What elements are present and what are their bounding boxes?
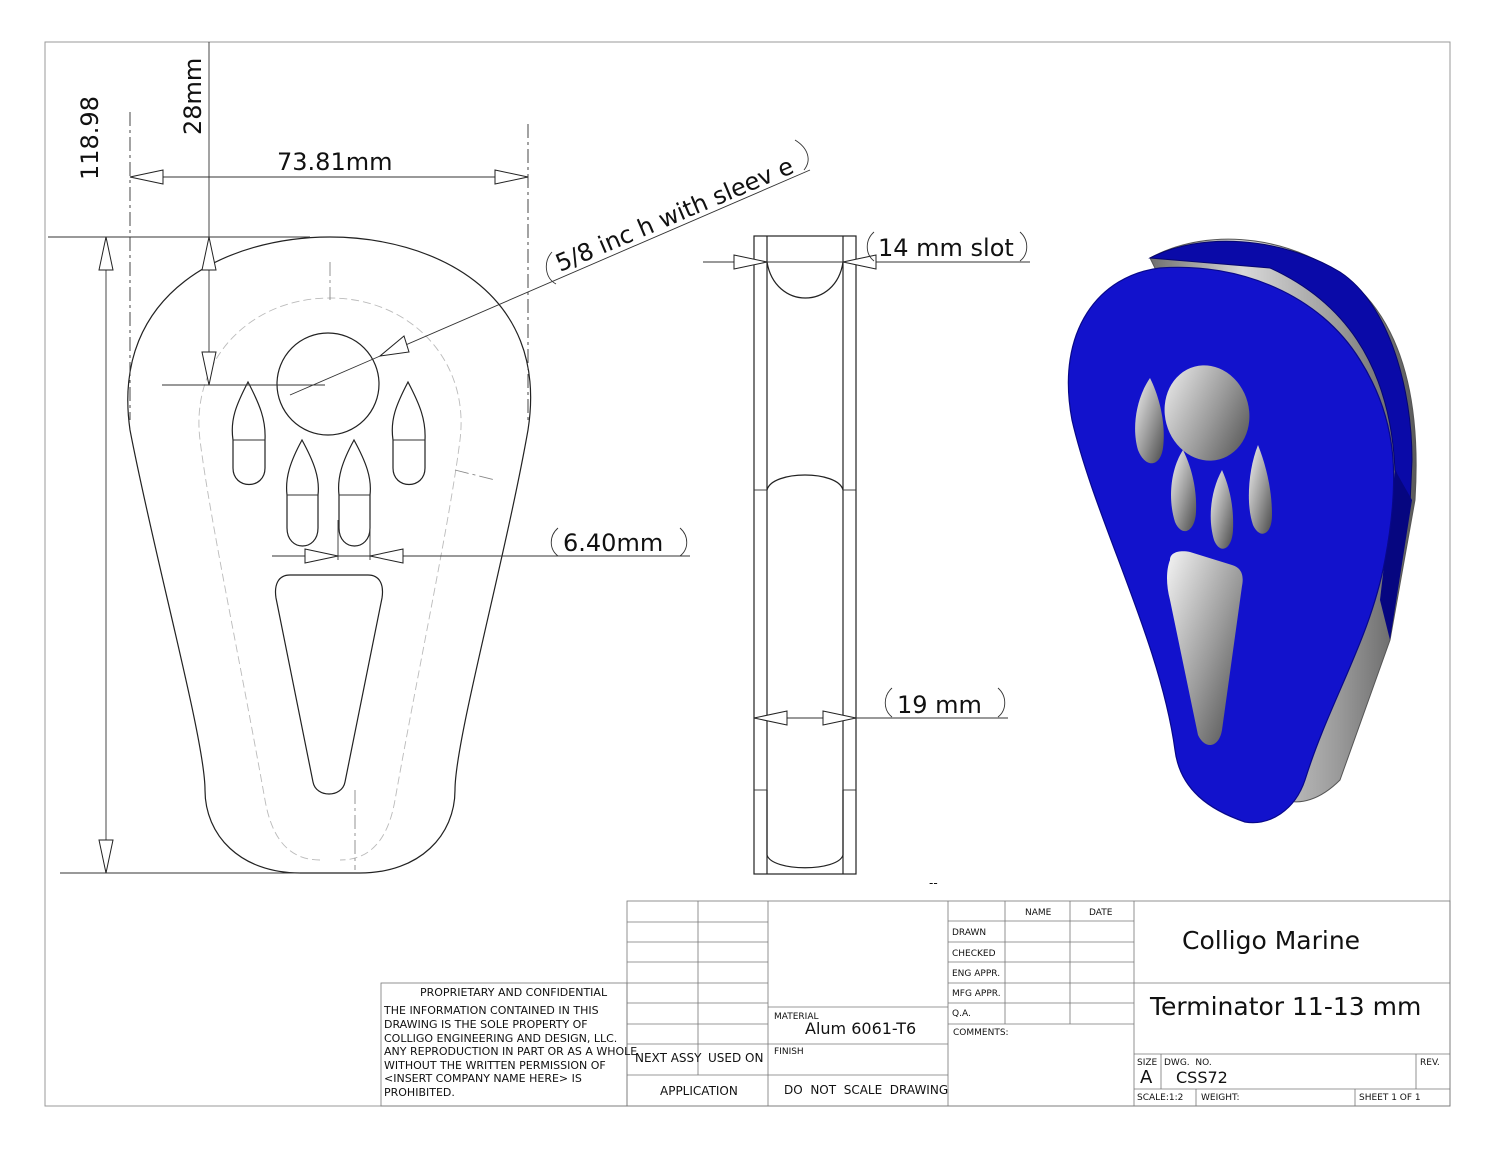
tb-size-value: A <box>1140 1067 1153 1088</box>
view-marker: -- <box>929 876 938 890</box>
dim-thick-bracket-l <box>884 687 893 718</box>
tb-finish-label: FINISH <box>774 1047 804 1057</box>
iso-view <box>1067 238 1417 824</box>
iso-back-plate-edge <box>1380 470 1412 640</box>
bore-note-bracket-l <box>545 251 557 285</box>
proprietary-line-2: DRAWING IS THE SOLE PROPERTY OF <box>384 1018 588 1031</box>
proprietary-box <box>380 982 628 1107</box>
tb-row-checked: CHECKED <box>952 949 996 959</box>
tb-title: Terminator 11-13 mm <box>1149 992 1421 1021</box>
front-hidden-groove <box>198 297 462 861</box>
proprietary-line-5: WITHOUT THE WRITTEN PERMISSION OF <box>384 1059 606 1072</box>
dim-height-label: 118.98 <box>76 96 104 180</box>
proprietary-line-3: COLLIGO ENGINEERING AND DESIGN, LLC. <box>384 1032 617 1045</box>
bore-leader-arrow <box>378 335 410 357</box>
tb-material-value: Alum 6061-T6 <box>805 1019 916 1038</box>
dim-thick-label: 19 mm <box>897 691 982 719</box>
bore-leader <box>289 169 811 396</box>
proprietary-line-1: THE INFORMATION CONTAINED IN THIS <box>383 1004 599 1017</box>
iso-lobe-left <box>1135 378 1164 464</box>
dim-28-label: 28mm <box>179 58 207 135</box>
lobe-mid-right <box>337 438 371 547</box>
tb-dwg-label: DWG. NO. <box>1164 1058 1212 1068</box>
dim-slot-arrow-l <box>733 254 768 270</box>
front-centerline-d <box>454 469 496 481</box>
dim-web-arrow-r <box>369 548 404 564</box>
proprietary-line-7: PROHIBITED. <box>384 1086 455 1099</box>
tb-sheet: SHEET 1 OF 1 <box>1359 1093 1421 1103</box>
tb-row-mfg: MFG APPR. <box>952 989 1001 999</box>
tb-scale: SCALE:1:2 <box>1137 1093 1183 1103</box>
tb-row-qa: Q.A. <box>952 1009 971 1019</box>
dim-thick-arrow-r <box>822 710 857 726</box>
dim-28-arrow-top <box>201 236 217 271</box>
dim-width-arrow-left <box>129 169 164 185</box>
side-groove-bot <box>766 790 844 869</box>
tb-material-label: MATERIAL <box>774 1012 819 1022</box>
tb-col-name: NAME <box>1025 908 1052 918</box>
lobe-right <box>391 380 426 485</box>
dim-thick-bracket-r <box>997 687 1006 718</box>
side-groove-top <box>766 261 844 299</box>
tb-comments: COMMENTS: <box>953 1028 1009 1038</box>
iso-lobe-mid-left <box>1171 450 1197 532</box>
side-view: 14 mm slot 19 mm -- <box>703 231 1030 890</box>
dim-web-bracket-l <box>550 527 559 557</box>
tb-row-drawn: DRAWN <box>952 928 986 938</box>
tb-weight: WEIGHT: <box>1201 1093 1240 1103</box>
tb-next-assy: NEXT ASSY <box>635 1051 702 1065</box>
dim-slot-arrow-r <box>842 254 877 270</box>
proprietary-line-6: <INSERT COMPANY NAME HERE> IS <box>384 1072 582 1085</box>
bore-note-bracket-r <box>794 139 809 171</box>
tb-used-on: USED ON <box>708 1051 763 1065</box>
title-block: NAME DATE DRAWN CHECKED ENG APPR. MFG AP… <box>380 900 1451 1107</box>
iso-triangle <box>1167 551 1243 746</box>
triangle-cutout <box>274 574 384 795</box>
dim-web-bracket-r <box>679 527 688 557</box>
dim-height-arrow-bot <box>98 839 114 874</box>
dim-height-arrow-top <box>98 236 114 271</box>
front-outline <box>127 236 532 874</box>
tb-application: APPLICATION <box>660 1084 738 1098</box>
front-view: 118.98 28mm 73.81mm 5/8 inc h with sleev… <box>48 42 811 874</box>
iso-lobe-mid-right <box>1210 470 1234 549</box>
side-groove-mid <box>766 474 844 491</box>
dim-slot-label: 14 mm slot <box>878 234 1014 262</box>
tb-size-label: SIZE <box>1137 1058 1158 1068</box>
tb-rev-label: REV. <box>1420 1058 1440 1068</box>
dim-web-arrow-l <box>304 548 339 564</box>
dim-width-label: 73.81mm <box>277 148 392 176</box>
bore-note-label: 5/8 inc h with sleev e <box>551 152 797 278</box>
bore-hole <box>276 332 380 436</box>
iso-bore <box>1164 365 1250 461</box>
lobe-mid-left <box>285 438 319 547</box>
side-outline <box>753 235 857 875</box>
dim-width-arrow-right <box>494 169 529 185</box>
dim-28-arrow-bot <box>201 351 217 386</box>
tb-col-date: DATE <box>1089 908 1113 918</box>
tb-dwg-value: CSS72 <box>1176 1068 1228 1087</box>
proprietary-line-4: ANY REPRODUCTION IN PART OR AS A WHOLE <box>384 1045 637 1058</box>
dim-web-label: 6.40mm <box>563 529 663 557</box>
tb-company: Colligo Marine <box>1182 926 1360 955</box>
dim-thick-arrow-l <box>753 710 788 726</box>
lobe-left <box>231 380 266 485</box>
iso-lobe-right <box>1248 445 1272 534</box>
tb-no-scale: DO NOT SCALE DRAWING <box>784 1083 948 1097</box>
tb-row-eng: ENG APPR. <box>952 969 1000 979</box>
dim-slot-bracket-r <box>1019 231 1028 262</box>
iso-back-plate <box>1148 240 1413 506</box>
dim-slot-bracket-l <box>866 231 875 262</box>
proprietary-title: PROPRIETARY AND CONFIDENTIAL <box>420 986 608 999</box>
